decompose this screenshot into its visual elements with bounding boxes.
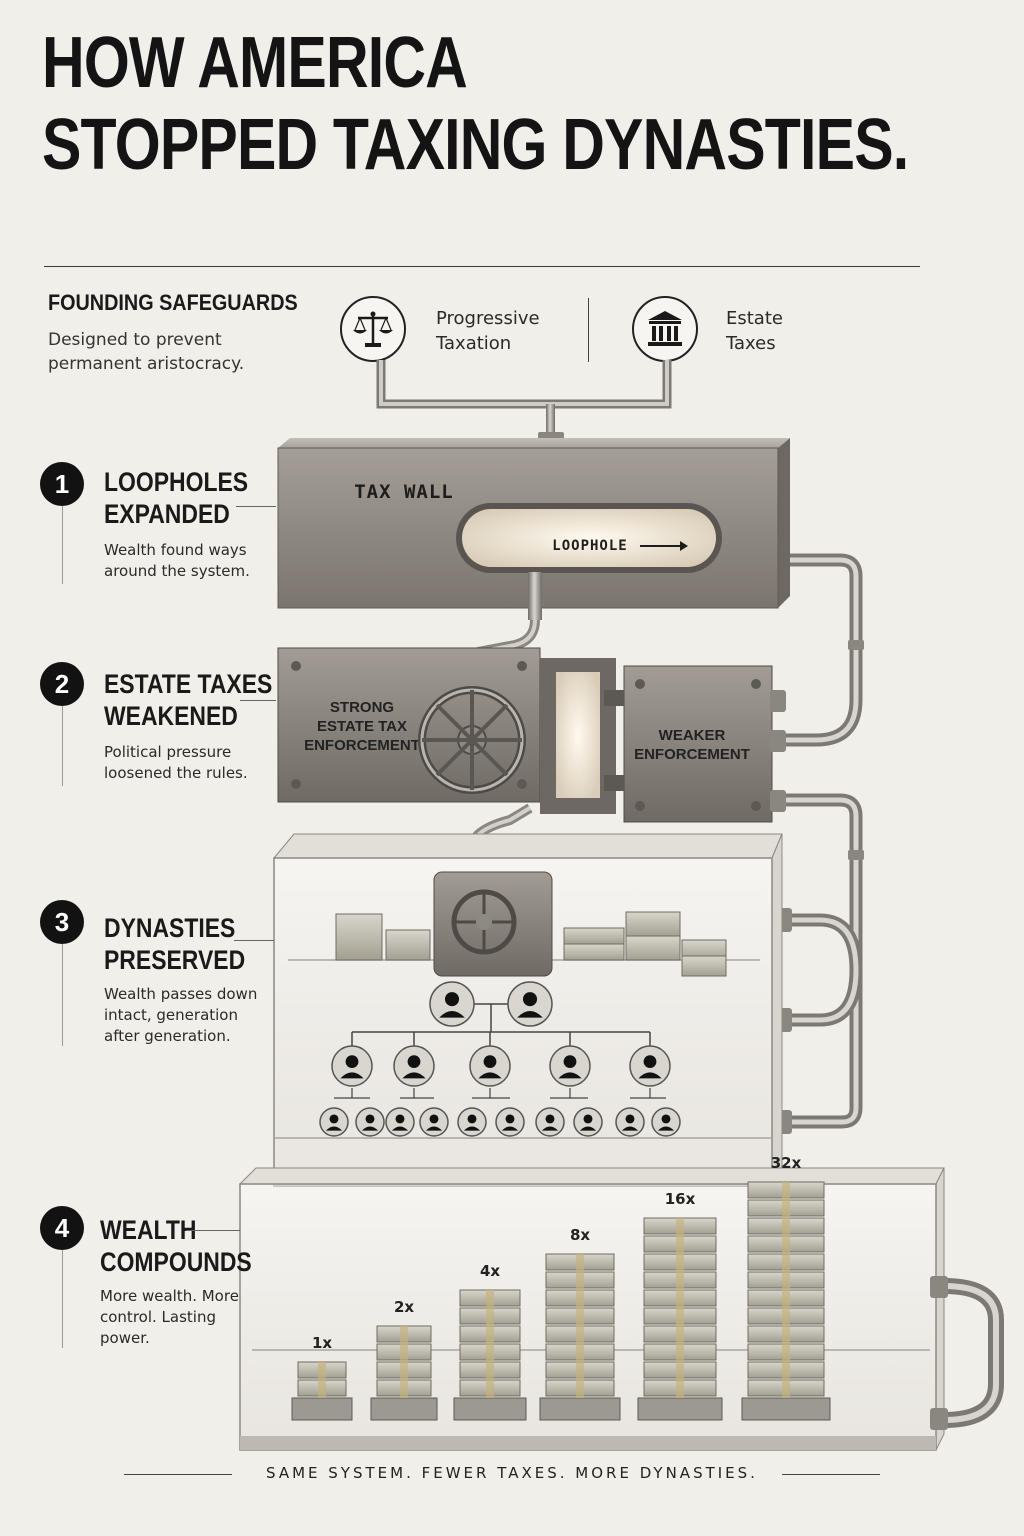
money-stack: 8x: [539, 1226, 621, 1421]
money-stack: 1x: [291, 1334, 353, 1421]
safeguard-label-line: Taxation: [436, 333, 512, 354]
step-4-title-line-1: WEALTH: [100, 1215, 197, 1245]
vault-left-line-2: ESTATE TAX: [317, 718, 407, 735]
person-icon: [393, 1045, 435, 1087]
footer-rule-right: [782, 1474, 880, 1475]
step-3-description: Wealth passes down intact, generation af…: [104, 985, 258, 1045]
step-3-title-line-2: PRESERVED: [104, 945, 246, 975]
step-3-title-line-1: DYNASTIES: [104, 913, 236, 943]
footer-rule-left: [124, 1474, 232, 1475]
person-icon: [469, 1045, 511, 1087]
vault-right-line-1: WEAKER: [659, 727, 726, 744]
step-1-description: Wealth found ways around the system.: [104, 541, 250, 580]
step-1-title: LOOPHOLES EXPANDED: [104, 466, 248, 530]
dynasty-case: [272, 833, 783, 1187]
step-4-line: [62, 1250, 63, 1348]
tax-wall-label: TAX WALL: [354, 481, 454, 503]
person-icon: [355, 1107, 385, 1137]
money-stack: 16x: [637, 1190, 723, 1421]
person-icon: [629, 1045, 671, 1087]
multiplier-stacks: 1x 2x 4x 8x 16x 32x: [291, 1154, 831, 1421]
step-4-leader: [186, 1230, 240, 1231]
person-icon: [457, 1107, 487, 1137]
multiplier-label: 1x: [312, 1334, 332, 1352]
multiplier-label: 32x: [771, 1154, 802, 1172]
step-4-description: More wealth. More control. Lasting power…: [100, 1287, 239, 1347]
person-icon: [429, 981, 475, 1027]
safeguard-label-line: Progressive: [436, 308, 540, 329]
step-1-title-line-2: EXPANDED: [104, 499, 230, 529]
side-pipes: [770, 553, 864, 1134]
person-icon: [535, 1107, 565, 1137]
person-icon: [651, 1107, 681, 1137]
family-members: [319, 981, 681, 1137]
cash-stacks-icon: [335, 911, 727, 977]
founding-heading: FOUNDING SAFEGUARDS: [48, 290, 298, 315]
money-stack: 32x: [741, 1154, 831, 1421]
step-3-leader: [234, 940, 274, 941]
step-2-title-line-1: ESTATE TAXES: [104, 669, 273, 699]
founding-subtitle: Designed to prevent permanent aristocrac…: [48, 330, 245, 374]
step-2-title: ESTATE TAXES WEAKENED: [104, 668, 272, 732]
person-icon: [385, 1107, 415, 1137]
person-icon: [419, 1107, 449, 1137]
safeguard-label-estate: Estate Taxes: [726, 306, 783, 356]
person-icon: [495, 1107, 525, 1137]
step-2-description: Political pressure loosened the rules.: [104, 743, 248, 782]
safeguard-label-line: Estate: [726, 308, 783, 329]
step-4-title-line-2: COMPOUNDS: [100, 1247, 252, 1277]
loophole-label: LOOPHOLE: [552, 538, 627, 554]
step-1-leader: [236, 506, 276, 507]
vault-right-line-2: ENFORCEMENT: [634, 746, 750, 763]
step-1-title-line-1: LOOPHOLES: [104, 467, 249, 497]
vault-wheel-icon: [418, 686, 526, 794]
footer-tagline: SAME SYSTEM. FEWER TAXES. MORE DYNASTIES…: [266, 1464, 758, 1482]
person-icon: [319, 1107, 349, 1137]
step-3-title: DYNASTIES PRESERVED: [104, 912, 245, 976]
person-icon: [615, 1107, 645, 1137]
safeguard-label-line: Taxes: [726, 333, 776, 354]
multiplier-label: 8x: [570, 1226, 590, 1244]
title-divider: [44, 266, 920, 267]
money-stack: 4x: [453, 1262, 527, 1421]
safeguard-divider: [588, 298, 589, 362]
multiplier-label: 4x: [480, 1262, 500, 1280]
safeguard-label-progressive: Progressive Taxation: [436, 306, 540, 356]
step-1-line: [62, 506, 63, 584]
person-icon: [549, 1045, 591, 1087]
step-2-title-line-2: WEAKENED: [104, 701, 238, 731]
tax-wall: TAX WALL LOOPHOLE: [277, 438, 790, 657]
title-line-1: HOW AMERICA: [42, 23, 468, 103]
scales-icon: [340, 296, 406, 362]
multiplier-label: 2x: [394, 1298, 414, 1316]
step-1-number: 1: [40, 462, 84, 506]
step-3-number: 3: [40, 900, 84, 944]
vault-left-line-3: ENFORCEMENT: [304, 737, 420, 754]
page-title: HOW AMERICA STOPPED TAXING DYNASTIES.: [42, 22, 909, 186]
top-pipes: [376, 360, 672, 442]
courthouse-icon: [632, 296, 698, 362]
step-2-number: 2: [40, 662, 84, 706]
step-3-line: [62, 944, 63, 1046]
step-4-title: WEALTH COMPOUNDS: [100, 1214, 252, 1278]
step-2-line: [62, 706, 63, 786]
vault-left-line-1: STRONG: [330, 699, 394, 716]
person-icon: [331, 1045, 373, 1087]
title-line-2: STOPPED TAXING DYNASTIES.: [42, 105, 909, 185]
money-stack: 2x: [370, 1298, 438, 1421]
multiplier-label: 16x: [665, 1190, 696, 1208]
person-icon: [507, 981, 553, 1027]
vault: STRONG ESTATE TAX ENFORCEMENT WEAKER ENF…: [277, 647, 773, 849]
step-2-leader: [240, 700, 276, 701]
person-icon: [573, 1107, 603, 1137]
step-4-number: 4: [40, 1206, 84, 1250]
compound-case: 1x 2x 4x 8x 16x 32x: [238, 1154, 1004, 1451]
